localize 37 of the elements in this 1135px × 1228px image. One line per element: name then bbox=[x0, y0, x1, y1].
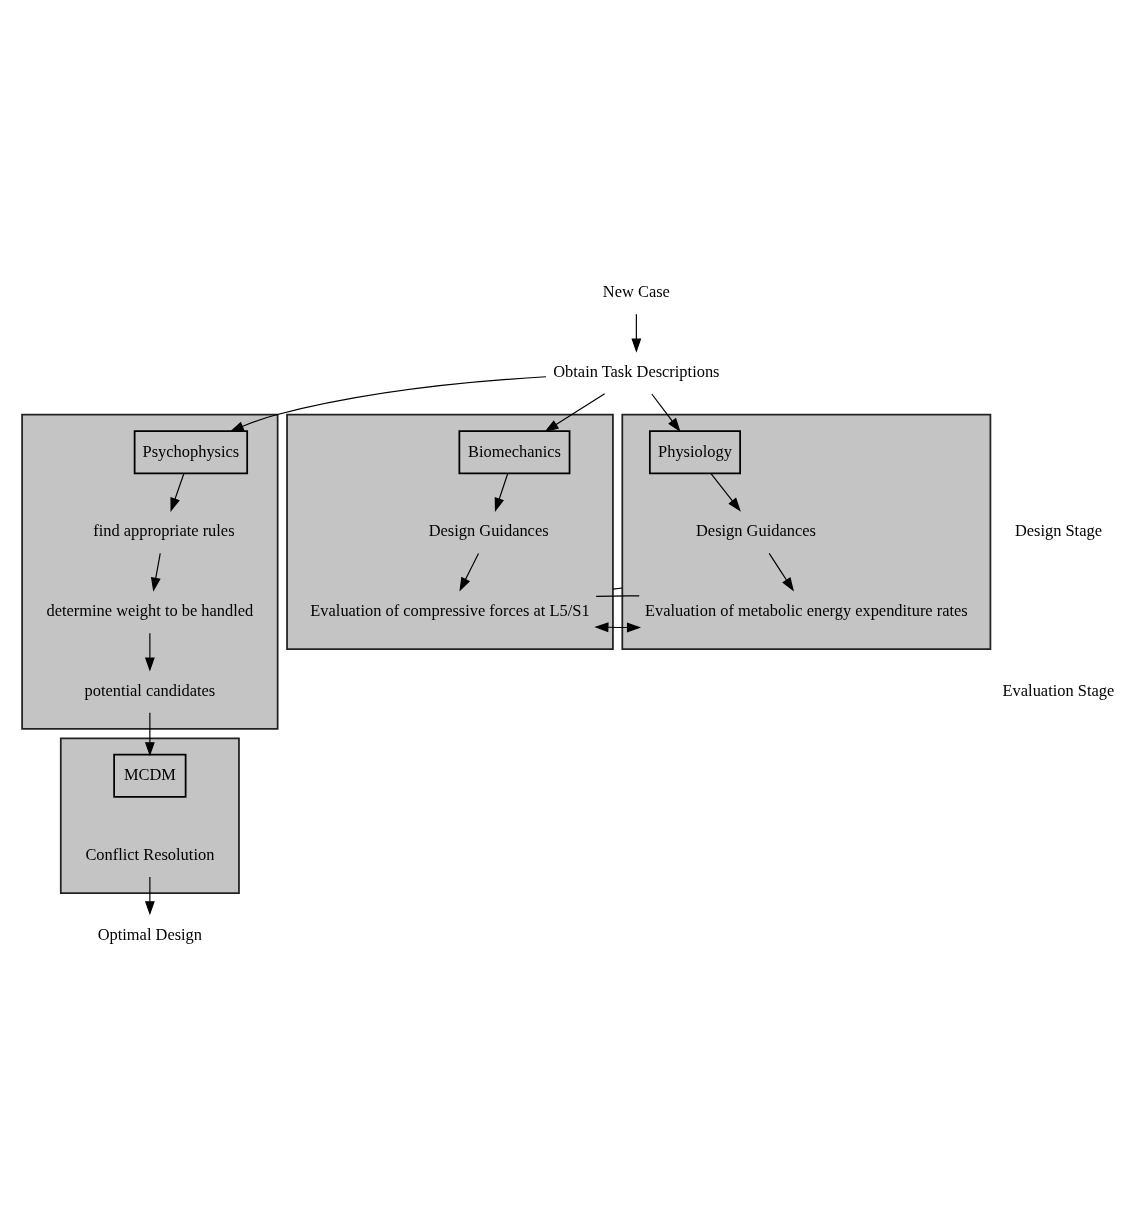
arrow bbox=[594, 622, 642, 633]
cluster bbox=[59, 737, 240, 894]
node-text: find appropriate rules bbox=[93, 521, 235, 541]
cluster bbox=[21, 413, 279, 730]
node-text: potential candidates bbox=[84, 680, 216, 700]
node-text: Evaluation of metabolic energy expenditure rates bbox=[645, 600, 968, 620]
arrow bbox=[494, 473, 509, 512]
arrow bbox=[229, 376, 547, 432]
cluster bbox=[621, 413, 992, 651]
arrow bbox=[651, 393, 681, 432]
node-text: Design Guidances bbox=[696, 521, 816, 541]
connector bbox=[595, 595, 640, 597]
connector bbox=[612, 587, 623, 590]
node-text: Design Guidances bbox=[428, 521, 549, 541]
node-box: Physiology bbox=[648, 430, 741, 475]
arrow bbox=[459, 552, 480, 592]
node-text: determine weight to be handled bbox=[46, 600, 254, 620]
arrow bbox=[544, 393, 606, 432]
label: Evaluation Stage bbox=[1002, 680, 1115, 700]
arrow bbox=[150, 552, 161, 592]
node-text: Conflict Resolution bbox=[85, 844, 215, 864]
node-text: Optimal Design bbox=[97, 924, 203, 944]
node-text: Evaluation of compressive forces at L5/S1 bbox=[310, 600, 590, 620]
arrow bbox=[144, 876, 155, 916]
node-text: Obtain Task Descriptions bbox=[553, 361, 720, 381]
cluster bbox=[286, 413, 614, 651]
arrow bbox=[631, 313, 642, 353]
node-box: Biomechanics bbox=[458, 430, 571, 475]
label: Design Stage bbox=[1014, 521, 1102, 541]
arrow bbox=[144, 712, 155, 757]
arrow bbox=[768, 552, 794, 592]
arrow bbox=[144, 632, 155, 672]
arrow bbox=[710, 473, 741, 512]
node-text: New Case bbox=[602, 282, 670, 302]
node-box: MCDM bbox=[113, 753, 187, 798]
node-box: Psychophysics bbox=[133, 430, 249, 475]
arrow bbox=[170, 473, 185, 512]
